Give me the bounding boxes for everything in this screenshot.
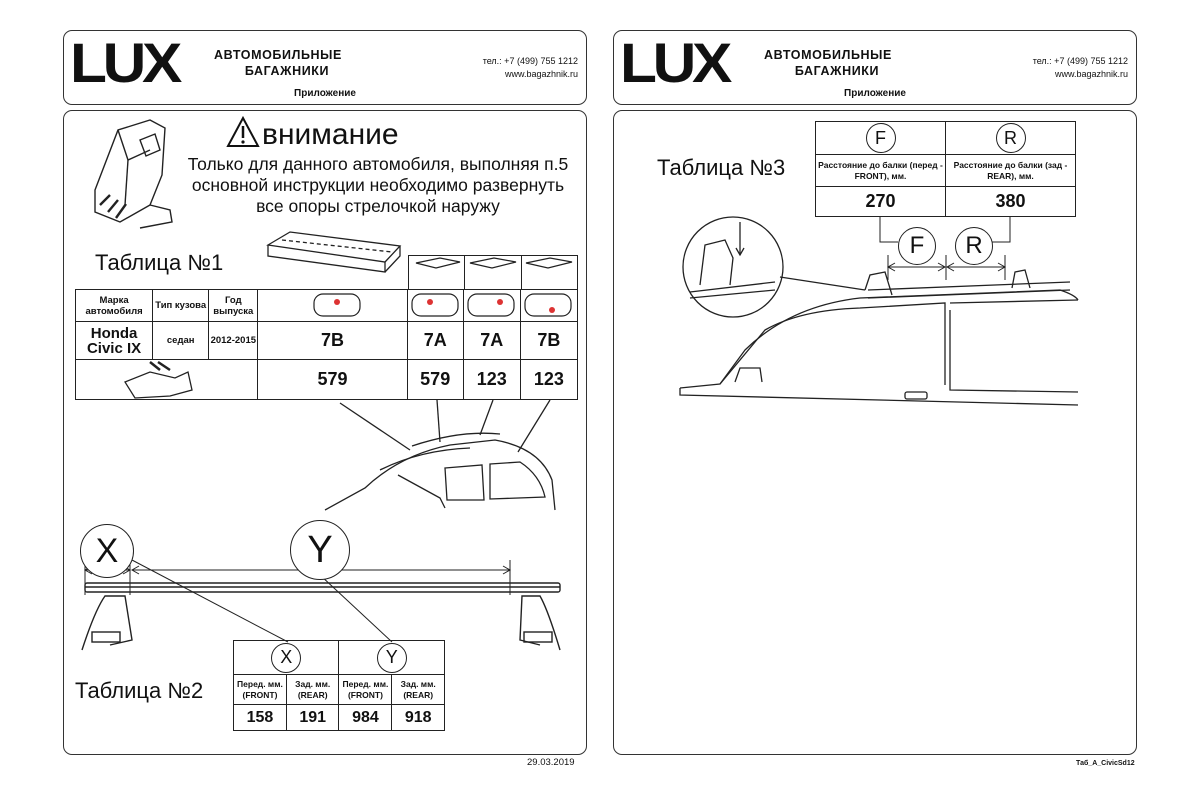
- warning-line-2: основной инструкции необходимо развернут…: [191, 175, 565, 195]
- right-logo-sub2: БАГАЖНИКИ: [794, 64, 880, 78]
- table1-car-icon-4: [519, 289, 579, 322]
- table2-header-1: Перед. мм. (FRONT): [233, 674, 287, 705]
- left-phone: тел.: +7 (499) 755 1212: [482, 56, 578, 66]
- table3-group-f: F: [815, 121, 946, 155]
- right-header-box: [613, 30, 1137, 105]
- table3-connectors: [879, 216, 1011, 243]
- foot-image-2: [464, 255, 522, 290]
- footer-date: 29.03.2019: [527, 757, 575, 768]
- rail-base-illustration: [266, 231, 402, 273]
- left-logo-sub2: БАГАЖНИКИ: [244, 64, 330, 78]
- table3-r-circle: R: [995, 123, 1026, 153]
- table3-value-front: 270: [815, 186, 946, 217]
- table3-title: Таблица №3: [657, 155, 786, 180]
- dim-x-label: X: [95, 531, 119, 570]
- table2-value-4: 918: [391, 704, 445, 731]
- right-content-box: [613, 110, 1137, 755]
- table1-foot-code-3: 7A: [462, 321, 521, 360]
- right-sheet-title: Приложение: [844, 88, 906, 99]
- warning-title: внимание: [262, 118, 399, 151]
- table1-kit-code-1: 579: [257, 359, 408, 400]
- table1-foot-code-4: 7B: [519, 321, 579, 360]
- table1-foot-code-2: 7A: [406, 321, 464, 360]
- table2: X Y Перед. мм. (FRONT) Зад. мм. (REAR) П…: [232, 640, 445, 731]
- dim-x-circle: X: [80, 524, 134, 578]
- table1-title: Таблица №1: [95, 250, 224, 275]
- left-sheet-title: Приложение: [294, 88, 356, 99]
- table2-title: Таблица №2: [75, 678, 204, 703]
- footer-code: Таб_А_CivicSd12: [1076, 760, 1135, 767]
- table2-value-3: 984: [338, 704, 393, 731]
- table1-car-icon-1: [257, 289, 408, 322]
- table2-y-label: Y: [385, 647, 398, 667]
- table1-header-body: Тип кузова: [152, 289, 210, 322]
- car-illustration-right: [679, 269, 1079, 406]
- dim-r-circle: R: [955, 227, 993, 265]
- table2-group-x: X: [232, 640, 340, 675]
- table3-header-rear: Расстояние до балки (зад - REAR), мм.: [945, 154, 1076, 187]
- table3-f-circle: F: [865, 123, 896, 153]
- table1-kit-code-4: 123: [519, 359, 579, 400]
- dim-r-label: R: [965, 232, 983, 259]
- right-contact: тел.: +7 (499) 755 1212 www.bagazhnik.ru: [970, 55, 1128, 81]
- table2-header-3: Перед. мм. (FRONT): [338, 674, 393, 705]
- warning-text: Только для данного автомобиля, выполняя …: [168, 154, 588, 217]
- table1-car-icon-2: [406, 289, 464, 322]
- table2-header-4: Зад. мм. (REAR): [391, 674, 445, 705]
- right-phone: тел.: +7 (499) 755 1212: [1032, 56, 1128, 66]
- table1-body-type: седан: [152, 321, 210, 360]
- foot-image-3: [520, 255, 579, 290]
- table2-header-2: Зад. мм. (REAR): [285, 674, 340, 705]
- dim-f-circle: F: [898, 227, 936, 265]
- table3-f-label: F: [875, 127, 886, 148]
- table1: Марка автомобиля Тип кузова Год выпуска …: [74, 289, 579, 400]
- warning-line-1: Только для данного автомобиля, выполняя …: [187, 154, 569, 174]
- warning-triangle-icon: [226, 115, 260, 147]
- dim-y-circle: Y: [290, 520, 350, 580]
- left-header-box: [63, 30, 587, 105]
- table2-value-2: 191: [285, 704, 340, 731]
- table1-kit-code-2: 579: [406, 359, 464, 400]
- table1-car-make: Honda Civic IX: [74, 321, 154, 360]
- left-contact: тел.: +7 (499) 755 1212 www.bagazhnik.ru: [420, 55, 578, 81]
- detail-magnifier: [682, 216, 866, 318]
- table3: F R Расстояние до балки (перед - FRONT),…: [815, 121, 1076, 217]
- table1-foot-images: [407, 255, 579, 290]
- car-illustration-left: [324, 399, 556, 511]
- left-site: www.bagazhnik.ru: [504, 69, 578, 79]
- table2-group-y: Y: [338, 640, 445, 675]
- dim-f-label: F: [909, 232, 925, 259]
- roof-foot-illustration: [94, 119, 173, 229]
- table2-x-label: X: [280, 647, 293, 667]
- warning-line-3: все опоры стрелочкой наружу: [256, 196, 500, 216]
- table2-x-circle: X: [271, 642, 302, 673]
- right-logo: LUX: [620, 31, 732, 94]
- right-site: www.bagazhnik.ru: [1054, 69, 1128, 79]
- table2-value-1: 158: [233, 704, 287, 731]
- left-logo-sub1: АВТОМОБИЛЬНЫЕ: [214, 48, 342, 62]
- left-logo: LUX: [70, 31, 182, 94]
- table2-y-circle: Y: [376, 642, 407, 673]
- dim-y-label: Y: [307, 528, 333, 571]
- dimension-lines-fr: [886, 255, 1007, 280]
- table3-r-label: R: [1004, 127, 1017, 148]
- right-logo-sub1: АВТОМОБИЛЬНЫЕ: [764, 48, 892, 62]
- table3-group-r: R: [945, 121, 1076, 155]
